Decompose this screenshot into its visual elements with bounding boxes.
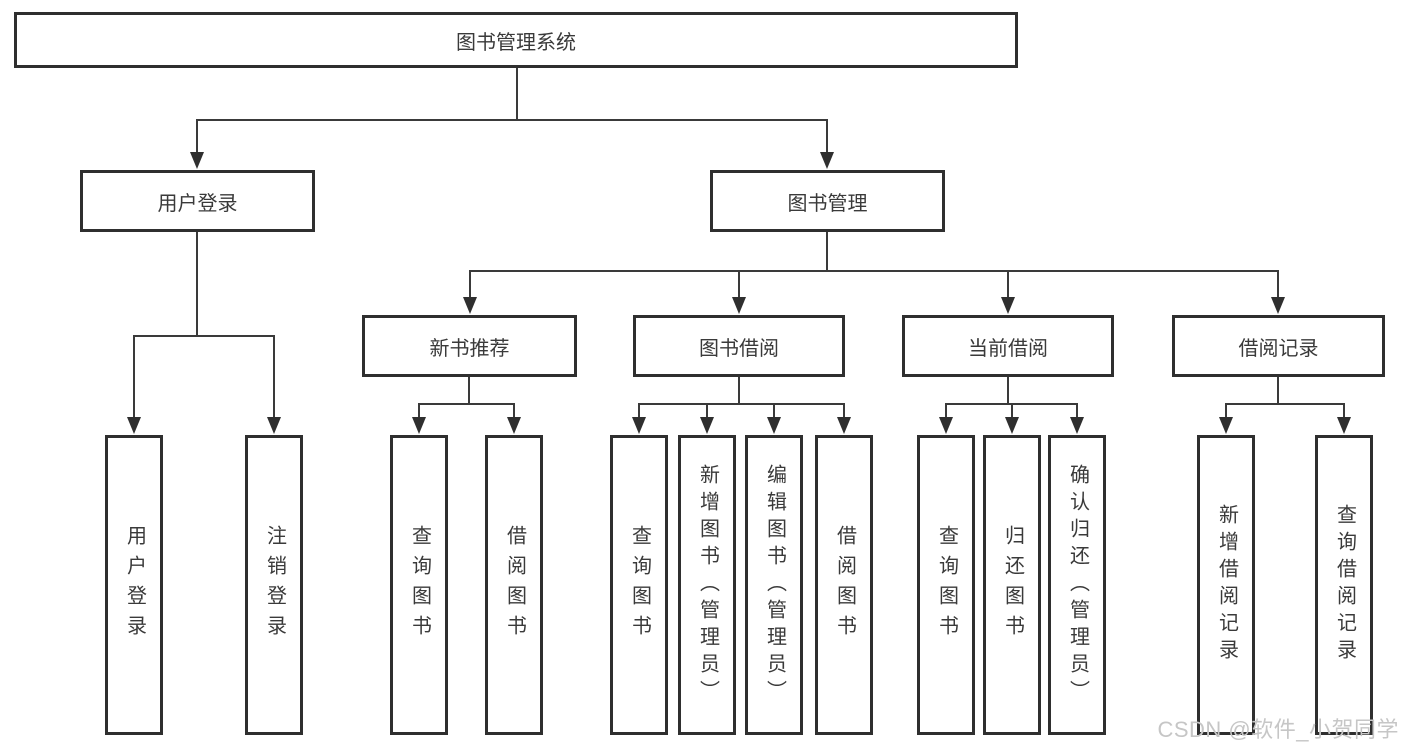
connector-vline bbox=[773, 403, 775, 419]
connector-vline bbox=[1007, 270, 1009, 298]
connector-vline bbox=[273, 335, 275, 418]
arrow-down-icon bbox=[837, 417, 851, 434]
connector-vline bbox=[133, 335, 135, 418]
connector-vline bbox=[468, 377, 470, 405]
connector-vline bbox=[638, 403, 640, 419]
arrow-down-icon bbox=[1337, 417, 1351, 434]
connector-vline bbox=[196, 119, 198, 153]
arrow-down-icon bbox=[632, 417, 646, 434]
leaf-logout: 注销登录 bbox=[245, 435, 303, 735]
leaf-query-books-borrowing: 查询图书 bbox=[610, 435, 668, 735]
leaf-borrow-books-recommend: 借阅图书 bbox=[485, 435, 543, 735]
node-current-borrowing: 当前借阅 bbox=[902, 315, 1114, 377]
connector-vline bbox=[1343, 403, 1345, 419]
connector-vline bbox=[826, 119, 828, 153]
connector-vline bbox=[196, 232, 198, 337]
arrow-down-icon bbox=[820, 152, 834, 169]
leaf-edit-books-admin: 编辑图书（管理员） bbox=[745, 435, 803, 735]
leaf-query-books-current: 查询图书 bbox=[917, 435, 975, 735]
node-new-book-recommend: 新书推荐 bbox=[362, 315, 577, 377]
connector-hline bbox=[418, 403, 515, 405]
connector-vline bbox=[1011, 403, 1013, 419]
connector-vline bbox=[1225, 403, 1227, 419]
leaf-confirm-return-admin: 确认归还（管理员） bbox=[1048, 435, 1106, 735]
arrow-down-icon bbox=[190, 152, 204, 169]
connector-vline bbox=[1277, 270, 1279, 298]
node-borrowing-records: 借阅记录 bbox=[1172, 315, 1385, 377]
arrow-down-icon bbox=[463, 297, 477, 314]
connector-vline bbox=[945, 403, 947, 419]
connector-vline bbox=[843, 403, 845, 419]
connector-hline bbox=[469, 270, 1279, 272]
connector-hline bbox=[133, 335, 275, 337]
connector-vline bbox=[516, 68, 518, 121]
leaf-query-borrow-record: 查询借阅记录 bbox=[1315, 435, 1373, 735]
connector-vline bbox=[738, 377, 740, 405]
connector-hline bbox=[196, 119, 828, 121]
leaf-return-books: 归还图书 bbox=[983, 435, 1041, 735]
arrow-down-icon bbox=[1219, 417, 1233, 434]
csdn-watermark: CSDN @软件_小贺同学 bbox=[1157, 717, 1399, 742]
node-user-login: 用户登录 bbox=[80, 170, 315, 232]
connector-vline bbox=[1076, 403, 1078, 419]
arrow-down-icon bbox=[1070, 417, 1084, 434]
connector-hline bbox=[1225, 403, 1345, 405]
node-book-management: 图书管理 bbox=[710, 170, 945, 232]
arrow-down-icon bbox=[732, 297, 746, 314]
leaf-add-books-admin: 新增图书（管理员） bbox=[678, 435, 736, 735]
arrow-down-icon bbox=[767, 417, 781, 434]
arrow-down-icon bbox=[507, 417, 521, 434]
connector-vline bbox=[738, 270, 740, 298]
arrow-down-icon bbox=[1271, 297, 1285, 314]
leaf-user-login: 用户登录 bbox=[105, 435, 163, 735]
connector-hline bbox=[638, 403, 845, 405]
arrow-down-icon bbox=[127, 417, 141, 434]
arrow-down-icon bbox=[1005, 417, 1019, 434]
node-book-borrowing: 图书借阅 bbox=[633, 315, 845, 377]
node-library-system: 图书管理系统 bbox=[14, 12, 1018, 68]
leaf-add-borrow-record: 新增借阅记录 bbox=[1197, 435, 1255, 735]
arrow-down-icon bbox=[1001, 297, 1015, 314]
leaf-borrow-books: 借阅图书 bbox=[815, 435, 873, 735]
connector-vline bbox=[418, 403, 420, 419]
connector-vline bbox=[1007, 377, 1009, 405]
connector-vline bbox=[1277, 377, 1279, 405]
connector-vline bbox=[826, 232, 828, 272]
connector-vline bbox=[469, 270, 471, 298]
arrow-down-icon bbox=[700, 417, 714, 434]
arrow-down-icon bbox=[412, 417, 426, 434]
arrow-down-icon bbox=[267, 417, 281, 434]
arrow-down-icon bbox=[939, 417, 953, 434]
leaf-query-books-recommend: 查询图书 bbox=[390, 435, 448, 735]
connector-vline bbox=[513, 403, 515, 419]
connector-vline bbox=[706, 403, 708, 419]
